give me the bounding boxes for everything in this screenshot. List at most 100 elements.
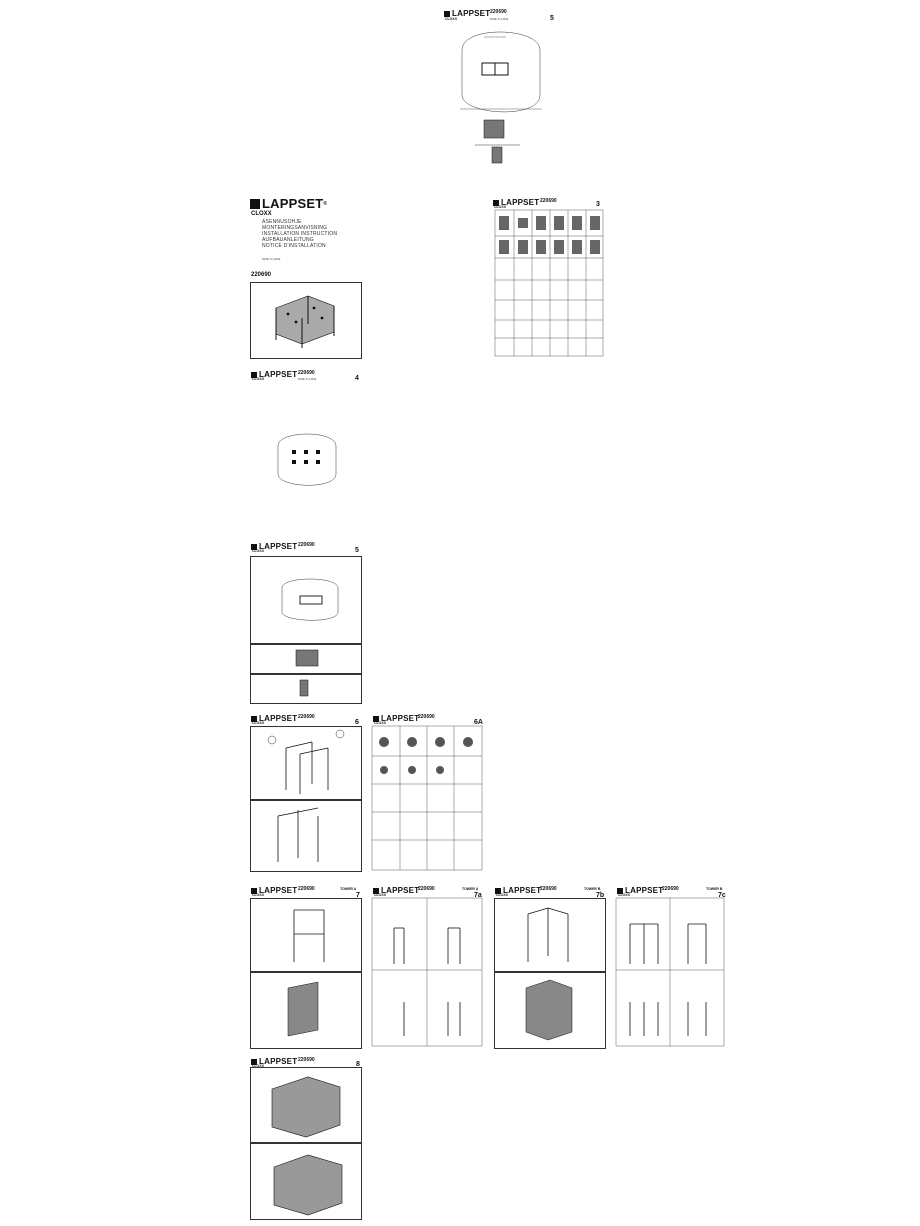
product-code: 220690 (540, 886, 557, 892)
product-code: 220690 (662, 886, 679, 892)
product-illustration (275, 295, 335, 348)
logo-square-icon (250, 198, 260, 209)
page-4: LAPPSET CLOXX 220690 DATE: 5.1.2012 4 (248, 368, 363, 528)
title-de: AUFBAUANLEITUNG (262, 237, 314, 243)
page-number: 6 (355, 719, 359, 726)
frame-assembly (267, 729, 345, 862)
product-code: 220690 (298, 886, 315, 892)
registered-mark: ® (323, 200, 328, 207)
frame-upper (494, 898, 606, 972)
frame-upper (250, 1067, 362, 1143)
title-fi: ASENNUSOHJE (262, 219, 302, 225)
page-7c: LAPPSET CLOXX 220690 TOWER B 7c (614, 884, 729, 1049)
elevation-frame (250, 644, 362, 674)
page-7b: LAPPSET CLOXX 220690 TOWER B 7b (492, 884, 607, 1049)
product-code: 220690 (418, 714, 435, 720)
detail-grid (371, 725, 483, 871)
logo-square-icon (444, 10, 450, 17)
page-number: 3 (596, 201, 600, 208)
brand-name: LAPPSET (625, 886, 664, 895)
product-line: CLOXX (251, 211, 272, 217)
product-code: 220690 (540, 198, 557, 204)
layout-drawing (460, 31, 542, 164)
logo-square-icon (373, 887, 379, 894)
logo-square-icon (251, 543, 257, 550)
frame-lower (250, 972, 362, 1049)
brand-logo: LAPPSET (251, 886, 297, 895)
cover-code: 220690 (251, 272, 272, 278)
page-number: 5 (550, 15, 554, 22)
page-number: 6A (474, 719, 483, 726)
foundation-layout (277, 433, 337, 486)
product-line: CLOXX (252, 377, 265, 381)
page-number: 8 (356, 1061, 360, 1068)
title-en: INSTALLATION INSTRUCTION (262, 231, 338, 237)
brand-name: LAPPSET (259, 886, 298, 895)
brand-logo: LAPPSET (373, 886, 419, 895)
frame-lower (250, 800, 362, 872)
title-fr: NOTICE D'INSTALLATION (262, 243, 326, 249)
tower-a-steps (371, 897, 483, 1047)
page-number: 7b (596, 892, 605, 899)
logo-square-icon (493, 199, 499, 206)
date-label: DATE: 5.1.2012 (298, 378, 317, 381)
final-assembly (271, 1076, 343, 1216)
brand-name: LAPPSET (503, 886, 542, 895)
page-number: 7 (356, 892, 360, 899)
page-6: LAPPSET CLOXX 220690 6 (248, 712, 363, 872)
side-frame (250, 674, 362, 704)
brand-logo: LAPPSET ® (250, 196, 327, 211)
brand-logo: LAPPSET (617, 886, 663, 895)
page-7: LAPPSET CLOXX 220690 TOWER A 7 (248, 884, 363, 1049)
tower-a-assembly (287, 909, 325, 1037)
page-6a: LAPPSET CLOXX 220690 6A (370, 712, 485, 872)
logo-square-icon (495, 887, 501, 894)
product-code: 220690 (298, 370, 315, 376)
product-code: 220690 (298, 542, 315, 548)
brand-logo: LAPPSET (251, 542, 297, 551)
product-code: 220690 (298, 1057, 315, 1063)
product-line: CLOXX (374, 893, 387, 897)
logo-square-icon (251, 715, 257, 722)
page-5: LAPPSET CLOXX 220690 5 (248, 540, 363, 705)
page-number: 5 (355, 547, 359, 554)
logo-square-icon (251, 371, 257, 378)
brand-logo: LAPPSET (444, 9, 490, 18)
page-number: 7c (718, 892, 726, 899)
logo-square-icon (373, 715, 379, 722)
date-label: DATE: 5.1.2012 (490, 18, 509, 21)
brand-name: LAPPSET (452, 9, 491, 18)
site-drawing (281, 578, 339, 697)
brand-name: LAPPSET (501, 198, 540, 207)
product-code: 220690 (490, 9, 507, 15)
tower-label: TOWER B (706, 887, 723, 891)
product-code: 220690 (298, 714, 315, 720)
brand-logo: LAPPSET (493, 198, 539, 207)
brand-logo: LAPPSET (251, 1057, 297, 1066)
title-sv: MONTERINGSANVISNING (262, 225, 328, 231)
product-line: CLOXX (252, 549, 265, 553)
tower-label: TOWER A (340, 887, 357, 891)
product-line: CLOXX (618, 893, 631, 897)
tower-b-assembly (525, 907, 573, 1041)
brand-name: LAPPSET (381, 886, 420, 895)
product-illustration-frame (250, 282, 362, 359)
brand-logo: LAPPSET (251, 714, 297, 723)
page-7a: LAPPSET CLOXX 220690 TOWER A 7a (370, 884, 485, 1049)
cover-page: LAPPSET ® CLOXX ASENNUSOHJE MONTERINGSAN… (248, 190, 363, 360)
product-line: CLOXX (496, 893, 509, 897)
brand-name: LAPPSET (259, 714, 298, 723)
product-code: 220690 (418, 886, 435, 892)
frame-upper (250, 898, 362, 972)
page-5-top: LAPPSET CLOXX 220690 DATE: 5.1.2012 5 (440, 5, 560, 180)
brand-name: LAPPSET (262, 196, 324, 211)
brand-logo: LAPPSET (251, 370, 297, 379)
tower-label: TOWER B (584, 887, 601, 891)
product-line: CLOXX (252, 721, 265, 725)
instruction-titles: ASENNUSOHJE MONTERINGSANVISNING INSTALLA… (262, 219, 337, 249)
product-line: CLOXX (374, 721, 387, 725)
parts-grid (494, 209, 604, 357)
brand-name: LAPPSET (259, 370, 298, 379)
tower-b-steps (615, 897, 725, 1047)
page-number: 4 (355, 375, 359, 382)
